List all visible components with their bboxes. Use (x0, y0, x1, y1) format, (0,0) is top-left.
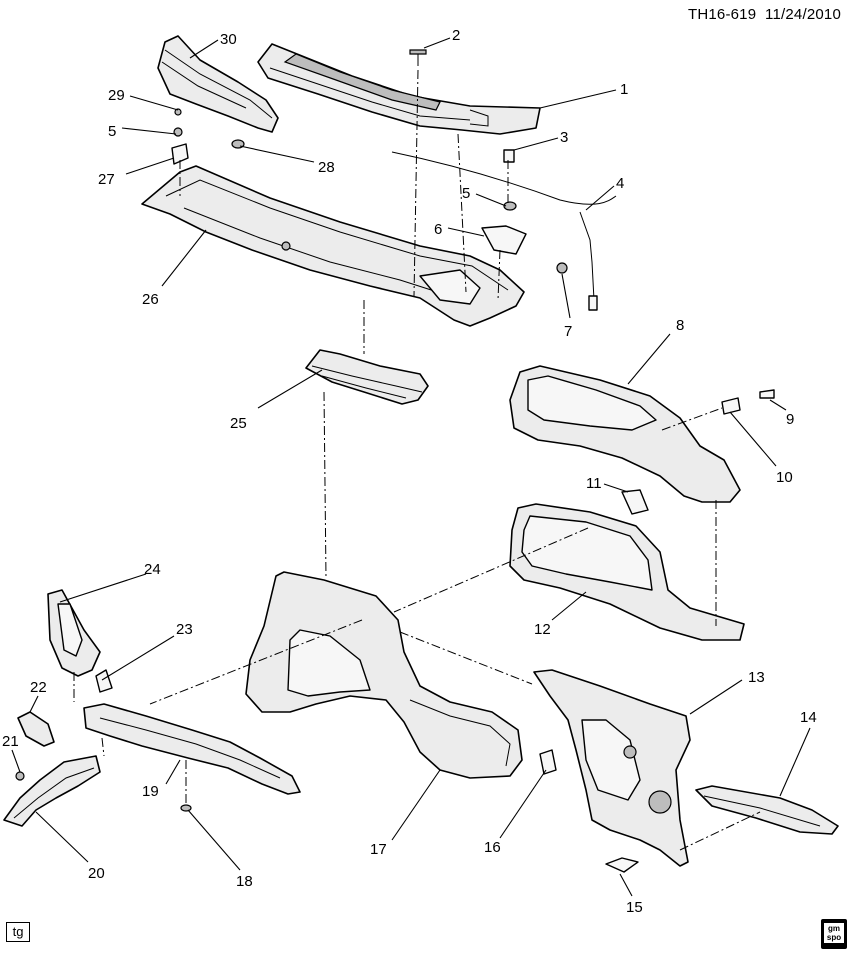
callout-20: 20 (88, 865, 105, 882)
callout-27: 27 (98, 171, 115, 188)
logo-line-1: gm (828, 924, 840, 933)
part-24-upper-bracket (47, 589, 101, 677)
callout-3: 3 (560, 129, 568, 146)
callout-15: 15 (626, 899, 643, 916)
gm-spo-logo-icon: gm spo (821, 919, 847, 949)
callout-5-right: 5 (462, 185, 470, 202)
callout-11: 11 (586, 475, 602, 492)
callout-13: 13 (748, 669, 765, 686)
callout-8: 8 (676, 317, 684, 334)
callout-1: 1 (620, 81, 628, 98)
callout-4: 4 (616, 175, 624, 192)
part-19-lower-duct (83, 703, 301, 795)
drawing-date: 11/24/2010 (765, 6, 841, 23)
callout-25: 25 (230, 415, 247, 432)
callout-22: 22 (30, 679, 47, 696)
callout-19: 19 (142, 783, 159, 800)
part-1-cowl-vent-grille (257, 43, 541, 135)
part-4-cable (391, 151, 617, 311)
callout-7: 7 (564, 323, 572, 340)
callout-12: 12 (534, 621, 551, 638)
logo-line-2: spo (826, 933, 842, 942)
part-25-center-bracket (305, 349, 429, 405)
callout-26: 26 (142, 291, 159, 308)
callout-numbers: 1 2 3 4 5 5 6 7 8 9 10 11 12 13 14 15 16… (2, 27, 817, 916)
part-20-lower-bracket (3, 755, 101, 827)
drawing-header: TH16-619 11/24/2010 (688, 6, 841, 23)
callout-29: 29 (108, 87, 125, 104)
part-14-side-trim (695, 785, 839, 835)
callout-16: 16 (484, 839, 501, 856)
part-12-seal-frame (509, 503, 745, 641)
callout-2: 2 (452, 27, 460, 44)
callout-10: 10 (776, 469, 793, 486)
callout-21: 21 (2, 733, 19, 750)
part-17-inner-dash-seal (245, 571, 523, 779)
callout-17: 17 (370, 841, 387, 858)
drawing-number: TH16-619 (687, 6, 757, 23)
callout-9: 9 (786, 411, 794, 428)
part-8-dash-insulator-upper (509, 365, 741, 503)
callout-18: 18 (236, 873, 253, 890)
callout-14: 14 (800, 709, 817, 726)
part-30-cowl-side-panel (157, 35, 279, 133)
callout-24: 24 (144, 561, 161, 578)
callout-28: 28 (318, 159, 335, 176)
part-26-cowl-plenum-panel (141, 165, 525, 327)
callout-6: 6 (434, 221, 442, 238)
tag-label-box: tg (6, 922, 30, 942)
part-22-bracket-plate (17, 711, 55, 747)
part-13-lower-dash-panel (533, 669, 691, 867)
callout-5-left: 5 (108, 123, 116, 140)
callout-30: 30 (220, 31, 237, 48)
callout-leaders (11, 37, 811, 897)
small-fasteners (15, 49, 775, 873)
callout-23: 23 (176, 621, 193, 638)
alignment-lines (73, 69, 761, 851)
